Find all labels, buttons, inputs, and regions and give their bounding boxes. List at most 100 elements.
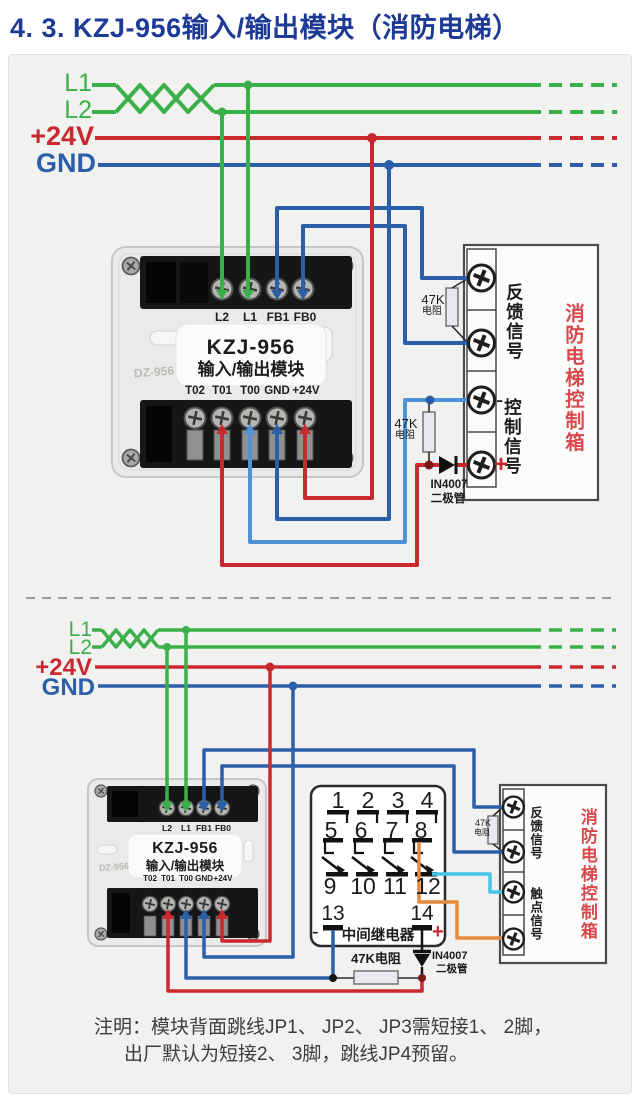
- contact-signal-label: 触点信号: [528, 887, 543, 941]
- relay-pin-1: 1: [331, 787, 345, 813]
- arrow-icon: [216, 290, 228, 300]
- terminal-label-t00: T00: [240, 385, 260, 397]
- control-box-title: 消防电梯控制箱: [577, 808, 597, 941]
- bus-label-24v: +24V: [30, 121, 94, 151]
- junction-dot: [217, 107, 227, 117]
- terminal-label-t01: T01: [161, 874, 175, 883]
- terminal-label-l2: L2: [162, 823, 172, 833]
- minus-sign: -: [496, 387, 504, 412]
- gnd-module-wire: [202, 688, 295, 959]
- relay-plus-sign: +: [432, 921, 444, 943]
- signal-drop-wires: [220, 85, 250, 290]
- relay-pin-10: 10: [350, 873, 376, 899]
- junction-dot: [163, 643, 171, 651]
- feedback-signal-label: 反馈信号: [504, 283, 525, 361]
- 24v-module-wire: [220, 669, 272, 943]
- relay-pin-13: 13: [321, 902, 345, 925]
- coil-terminal-14: [412, 925, 432, 931]
- bus-label-l2: L2: [68, 636, 92, 659]
- note-line-1: 注明：模块背面跳线JP1、 JP2、 JP3需短接1、 2脚，: [94, 1017, 553, 1038]
- gnd-module-wire: [275, 167, 391, 521]
- bus-label-l1: L1: [68, 618, 92, 641]
- resistor-value: 47K: [394, 416, 418, 431]
- contact-wire-cyan: [432, 872, 502, 894]
- t01-relay-plus-wire: [166, 919, 424, 993]
- relay-pin-5: 5: [324, 817, 338, 843]
- relay-pin-11: 11: [383, 873, 407, 899]
- relay-minus-sign: -: [312, 921, 319, 943]
- resistor-label: 47K电阻: [351, 951, 401, 966]
- diode-icon: [414, 954, 430, 967]
- relay-title: 中间继电器: [341, 928, 415, 944]
- signal-bus-wire: [92, 83, 541, 114]
- eol-resistor-top: [445, 287, 459, 327]
- note-line-2: 出厂默认为短接2、 3脚，跳线JP4预留。: [124, 1044, 469, 1065]
- relay-pin-7: 7: [385, 817, 399, 843]
- resistor-word: 电阻: [474, 828, 490, 837]
- bus-label-l1: L1: [64, 69, 92, 97]
- bus-label-l2: L2: [64, 96, 92, 124]
- io-module-photo-top: [111, 246, 364, 478]
- fb1-wire: [202, 748, 502, 809]
- terminal-label-t01: T01: [212, 385, 232, 397]
- elevator-control-box-top: [445, 243, 600, 502]
- module-name: 输入/输出模块: [145, 859, 225, 873]
- relay-pin-2: 2: [361, 787, 375, 813]
- terminal-label-fb0: FB0: [214, 823, 232, 833]
- terminal-label-24v: +24V: [213, 874, 233, 883]
- bus-label-24v: +24V: [35, 654, 92, 681]
- terminal-label-t02: T02: [185, 385, 205, 397]
- relay-pin-14: 14: [410, 902, 434, 925]
- terminal-label-l1: L1: [242, 310, 258, 324]
- twisted-pair-symbol: [100, 628, 160, 649]
- diode-word: 二极管: [436, 963, 468, 975]
- resistor-word: 电阻: [395, 430, 415, 441]
- resistor-value: 47K: [474, 818, 492, 828]
- relay-pin-12: 12: [415, 873, 441, 899]
- fb0-wire: [220, 764, 502, 854]
- terminal-label-gnd: GND: [264, 385, 290, 397]
- diode-model: IN4007: [432, 950, 468, 962]
- terminal-label-gnd: GND: [195, 874, 213, 883]
- plus-sign: +: [494, 451, 509, 478]
- diode-model: IN4007: [430, 479, 468, 491]
- relay-pin-3: 3: [391, 787, 405, 813]
- feedback-signal-label: 反馈信号: [528, 806, 543, 860]
- module-model: KZJ-956: [152, 840, 218, 857]
- intermediate-relay-box: [309, 784, 447, 948]
- bus-label-gnd: GND: [41, 674, 95, 701]
- relay-pin-4: 4: [420, 787, 434, 813]
- resistor-word: 电阻: [422, 306, 442, 317]
- terminal-label-fb0: FB0: [293, 310, 317, 324]
- terminal-label-24v: +24V: [292, 385, 320, 397]
- 24v-module-wire: [303, 140, 374, 500]
- monitor-resistor-bottom: [353, 970, 399, 985]
- terminal-label-l2: L2: [214, 310, 230, 324]
- fb1-wire: [275, 206, 467, 290]
- contact-wire-orange: [417, 842, 502, 940]
- twisted-pair-symbol: [114, 83, 216, 114]
- terminal-label-fb1: FB1: [266, 310, 290, 324]
- resistor-value: 47K: [421, 292, 445, 307]
- elevator-control-box-bottom: [487, 783, 608, 965]
- terminal-label-fb1: FB1: [195, 823, 213, 833]
- signal-bus-wire: [92, 628, 541, 649]
- terminal-label-t02: T02: [143, 874, 157, 883]
- terminal-label-l1: L1: [181, 823, 191, 833]
- module-name: 输入/输出模块: [197, 360, 305, 379]
- diode-word: 二极管: [430, 493, 466, 505]
- terminal-label-t00: T00: [179, 874, 193, 883]
- relay-pin-8: 8: [414, 817, 428, 843]
- module-emboss: DZ-956: [133, 363, 175, 381]
- bus-label-gnd: GND: [36, 148, 96, 178]
- control-box-title: 消防电梯控制箱: [561, 303, 584, 454]
- coil-terminal-13: [323, 925, 343, 931]
- fb0-wire: [301, 224, 467, 345]
- t00-relay-minus-wire: [184, 919, 335, 980]
- corner-screw-icon: [121, 256, 141, 276]
- module-model: KZJ-956: [206, 336, 296, 359]
- relay-pin-6: 6: [354, 817, 368, 843]
- control-signal-label: 控制信号: [502, 398, 523, 476]
- box-terminal-screw-icon: [466, 263, 497, 293]
